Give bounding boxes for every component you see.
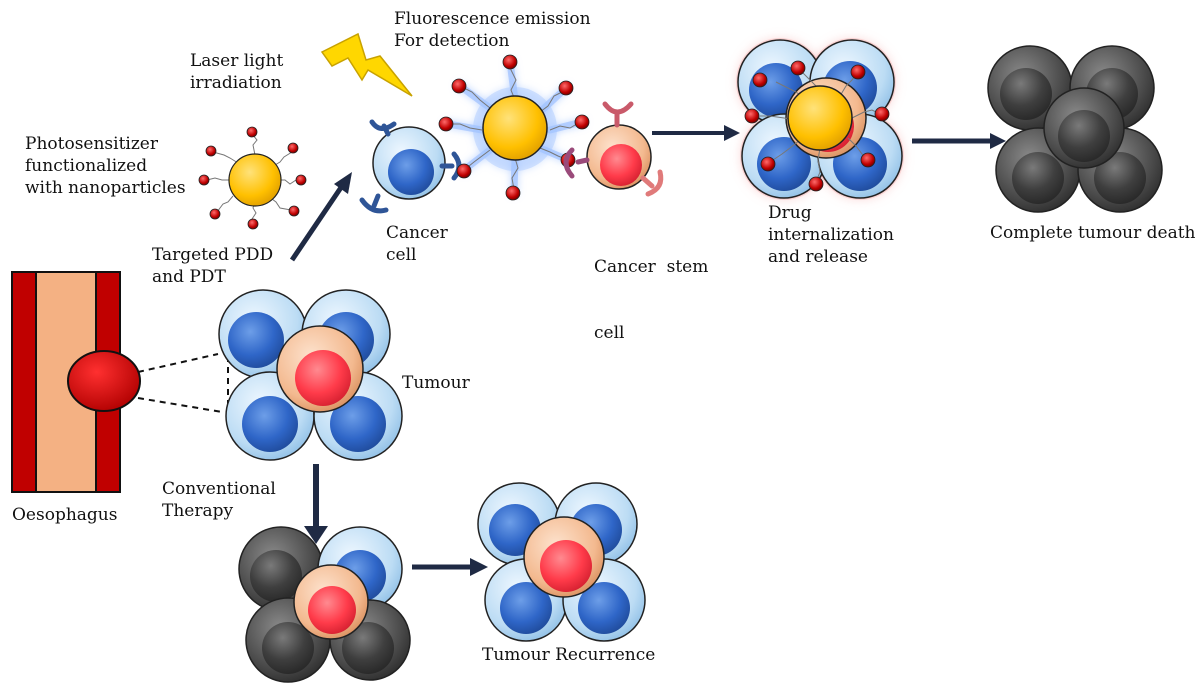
recurrence-cluster xyxy=(477,482,646,642)
nanoparticle-icon xyxy=(198,126,307,230)
cancer-cell xyxy=(741,113,827,199)
cancer-stem-cell xyxy=(293,564,369,640)
oesophagus xyxy=(11,271,141,493)
lightning-bolt-icon xyxy=(320,32,413,97)
internalization-arrow xyxy=(652,125,740,141)
oesophagus-label: Oesophagus xyxy=(12,505,118,525)
cancer-stem-cell xyxy=(276,325,364,413)
recurrence-arrow xyxy=(412,558,488,576)
photosensitizer-label: Photosensitizer functionalized with nano… xyxy=(25,134,186,198)
stem-cell-label: Cancer stem cell xyxy=(594,257,709,343)
receptor-icon xyxy=(563,101,664,197)
tumour-label: Tumour xyxy=(402,373,470,393)
glowing-nanoparticle xyxy=(438,54,590,201)
dead-cell xyxy=(238,526,324,612)
conventional-therapy-label: Conventional Therapy xyxy=(162,479,276,521)
drug-internalization-label: Drug internalization and release xyxy=(768,203,894,267)
targeted-arrow xyxy=(289,172,352,262)
treated-cluster xyxy=(238,526,411,683)
tumour-cluster xyxy=(218,289,403,461)
fluorescence-label: Fluorescence emission For detection xyxy=(394,9,591,51)
dead-tumour-cluster xyxy=(987,45,1163,213)
cancer-stem-cell xyxy=(523,516,605,598)
cancer-cell-label: Cancer cell xyxy=(386,223,448,265)
targeted-label: Targeted PDD and PDT xyxy=(152,245,274,287)
cancer-cell-with-receptors xyxy=(359,119,462,214)
internalization-cluster xyxy=(736,38,904,200)
dead-cell xyxy=(1043,87,1125,169)
recurrence-label: Tumour Recurrence xyxy=(482,645,656,665)
zoom-connector xyxy=(137,353,229,413)
complete-death-label: Complete tumour death xyxy=(990,223,1196,243)
conventional-arrow xyxy=(304,464,328,544)
death-arrow xyxy=(912,133,1006,149)
laser-label: Laser light irradiation xyxy=(190,51,284,93)
cancer-stem-cell-with-receptors xyxy=(563,101,664,197)
receptor-icon xyxy=(359,119,462,214)
